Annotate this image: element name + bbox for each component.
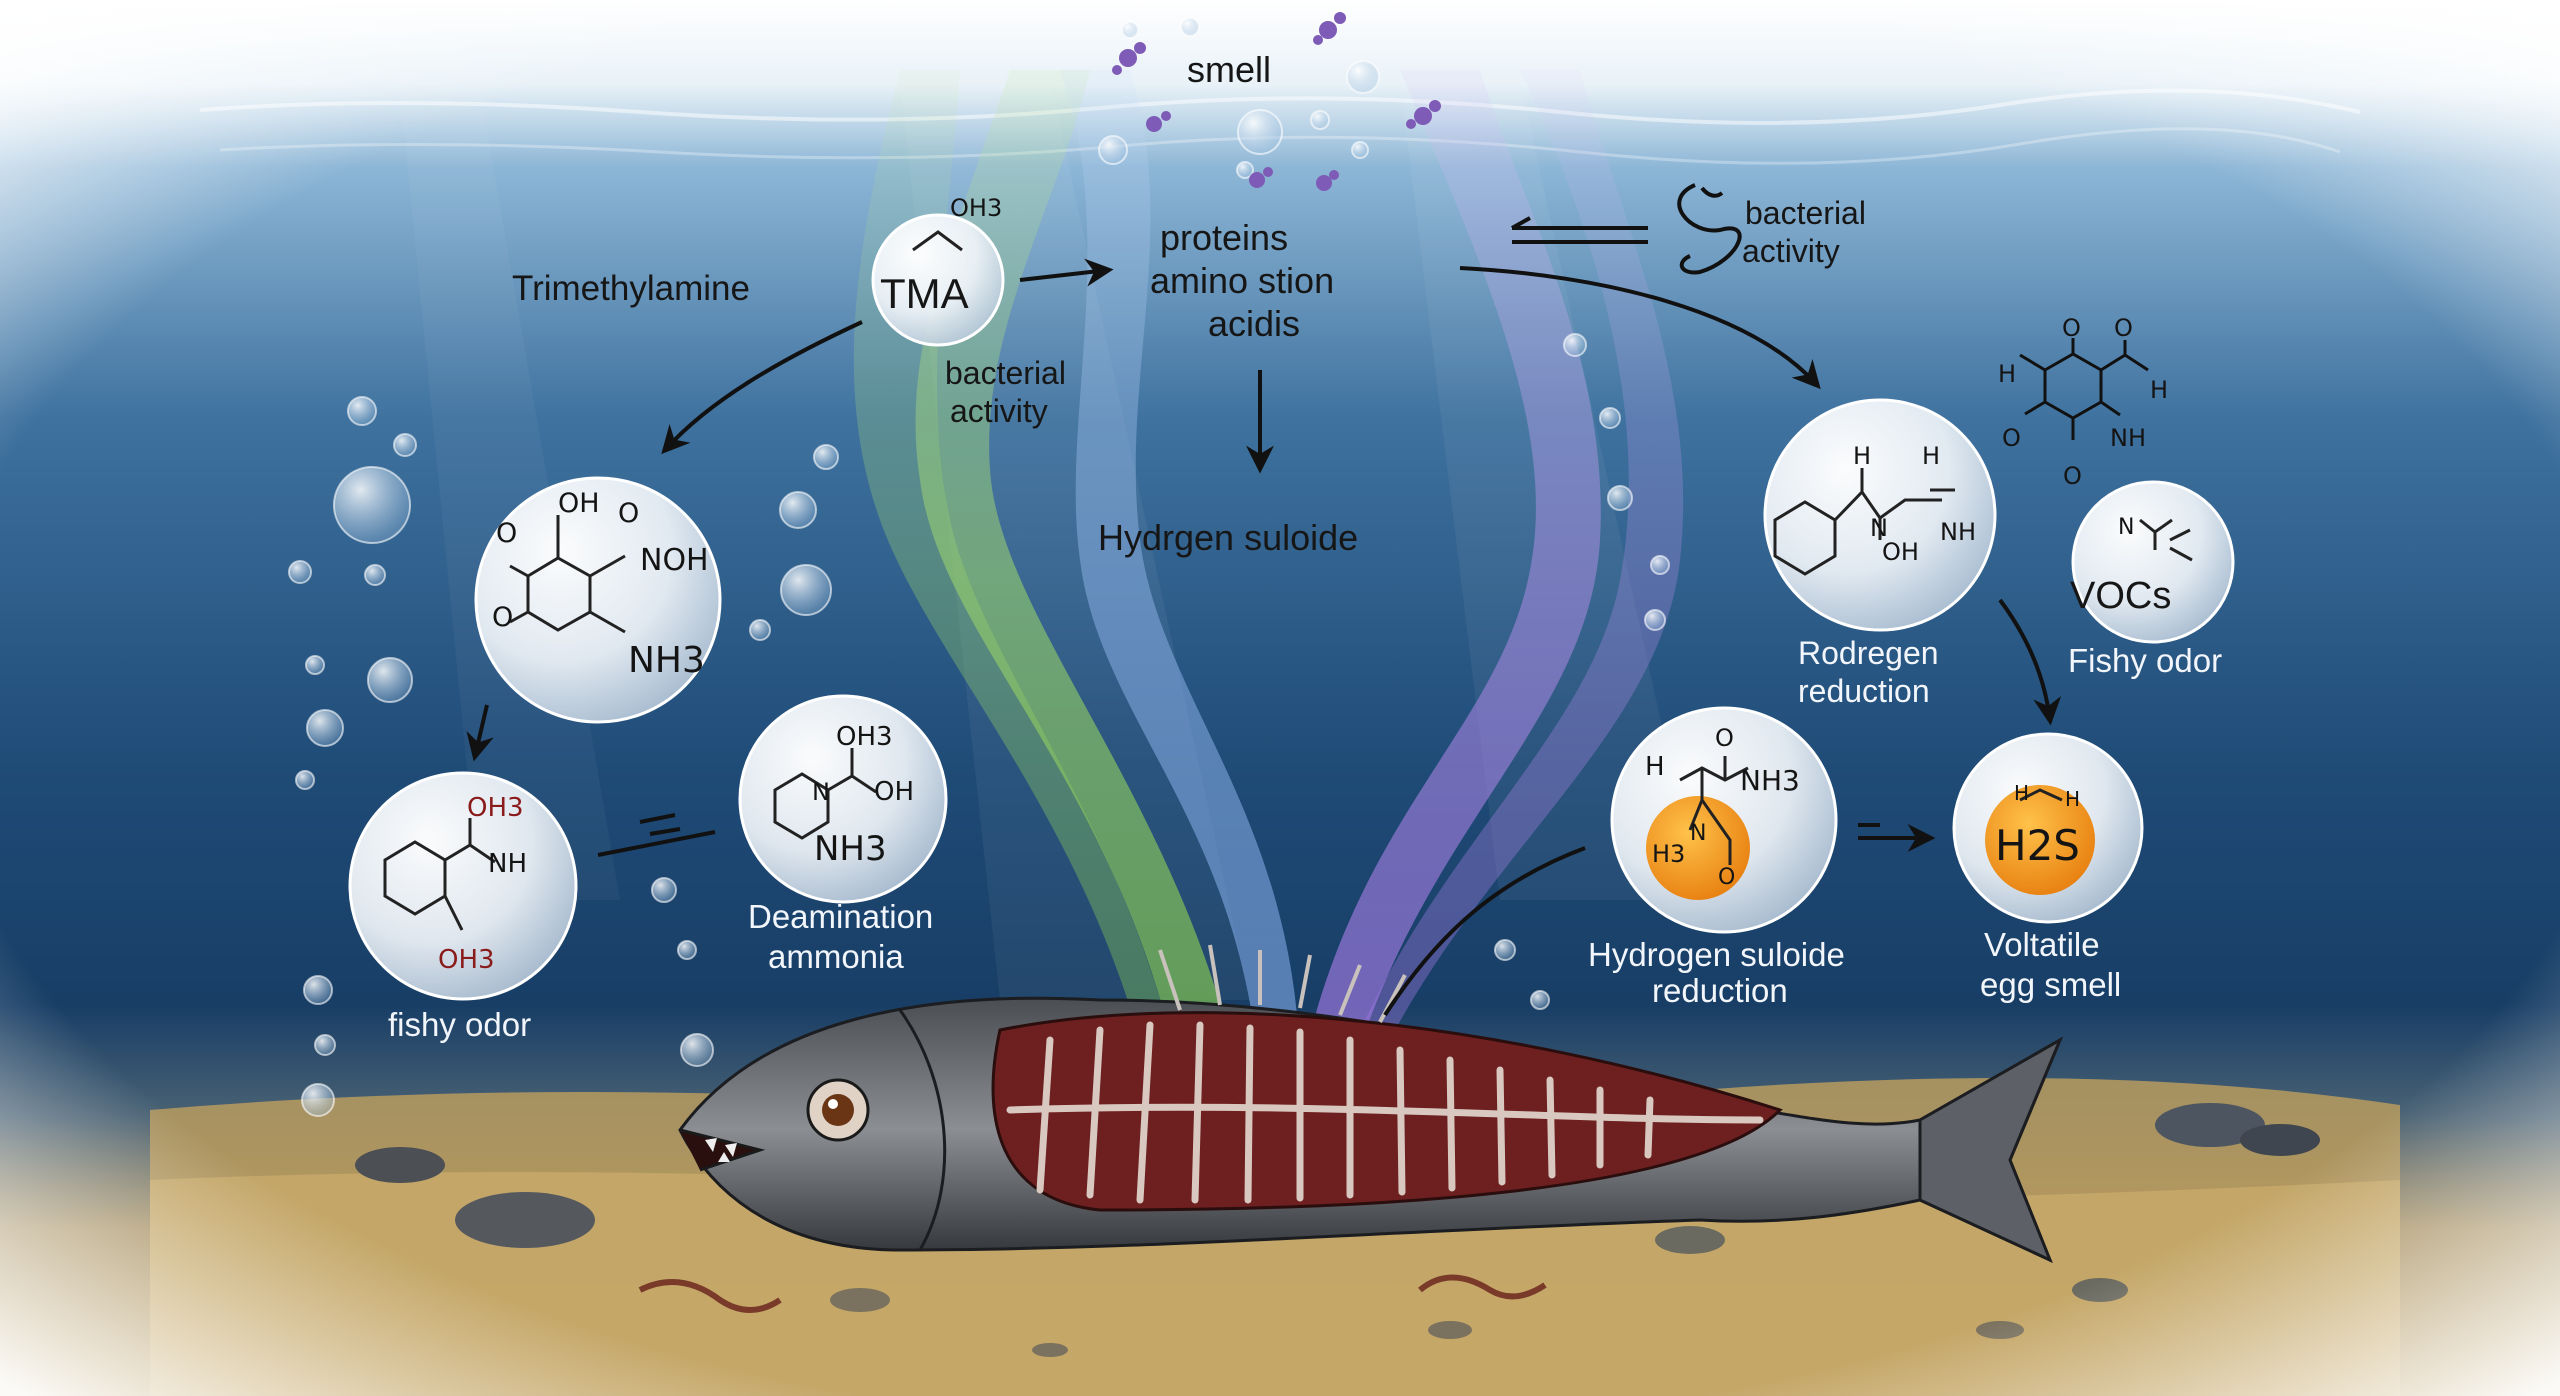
b1-o-right: O (618, 498, 639, 529)
b1-nh3: NH3 (628, 640, 705, 681)
b3-oh3: OH3 (836, 722, 893, 752)
label-proteins: proteins (1160, 217, 1288, 258)
label-activity-top: activity (1742, 233, 1840, 269)
label-hydrogen-reduction: Hydrogen suloide (1588, 936, 1845, 973)
b2-nh: NH (488, 849, 527, 879)
label-acids: acidis (1208, 303, 1300, 344)
b1-oh: OH (558, 488, 600, 519)
b2-oh3-bottom: OH3 (438, 945, 495, 975)
free-o-left: O (2002, 424, 2021, 452)
label-hydrogen-center: Hydrgen suloide (1098, 517, 1358, 558)
b6-o2: O (1718, 865, 1735, 890)
label-deamination: Deamination (748, 898, 933, 935)
b1-o-left: O (496, 518, 517, 549)
label-egg-smell: egg smell (1980, 966, 2121, 1003)
b2-oh3-top: OH3 (467, 793, 524, 823)
b6-n: N (1690, 821, 1706, 846)
b3-oh: OH (874, 777, 914, 807)
b4-oh: OH (1882, 538, 1919, 566)
b6-h3: H3 (1652, 840, 1685, 868)
label-tma: TMA (880, 270, 969, 317)
b5-n: N (2118, 515, 2134, 540)
label-vocs: VOCs (2070, 575, 2171, 617)
b1-o-low: O (492, 602, 513, 633)
amine-bubble-1: OH O O O NOH NH3 (474, 476, 722, 724)
b4-h: H (1853, 442, 1871, 470)
b6-h: H (1645, 752, 1665, 782)
label-rodregen: Rodregen (1798, 635, 1939, 671)
deamination-bubble: OH3 N OH NH3 (738, 694, 948, 904)
b4-h2: H (1922, 442, 1940, 470)
b7-h2: H (2065, 787, 2080, 811)
label-amino: amino stion (1150, 260, 1334, 301)
free-h: H (1998, 360, 2016, 388)
label-reduction-right: reduction (1798, 673, 1930, 709)
free-o-top2: O (2114, 314, 2133, 342)
free-o-top: O (2062, 314, 2081, 342)
b3-n: N (812, 778, 830, 806)
label-trimethylamine: Trimethylamine (512, 269, 750, 308)
label-voltatile: Voltatile (1984, 926, 2100, 963)
h2s-formula: H2S (1995, 821, 2080, 870)
label-fishy-odor-right: Fishy odor (2068, 642, 2222, 679)
free-nh: NH (2110, 424, 2146, 452)
label-bacterial-mid: bacterial (945, 355, 1066, 391)
rodregen-bubble: H H N OH NH (1763, 398, 1997, 632)
free-o-bottom: O (2063, 462, 2082, 490)
amine-bubble-2: OH3 NH OH3 (348, 771, 578, 1001)
label-smell: smell (1187, 49, 1271, 90)
tma-oh3-group: OH3 (950, 194, 1002, 222)
label-activity-mid: activity (950, 393, 1048, 429)
b3-nh3: NH3 (814, 829, 887, 869)
b6-o: O (1715, 724, 1734, 752)
label-ammonia: ammonia (768, 938, 904, 975)
b7-h: H (2014, 781, 2029, 805)
b6-nh3: NH3 (1740, 764, 1800, 797)
vocs-bubble: N (2071, 480, 2235, 644)
label-reduction: reduction (1652, 972, 1788, 1009)
b4-nh: NH (1940, 518, 1976, 546)
b1-noh: NOH (640, 543, 709, 578)
hydrogen-bubble: O H NH3 H3 N O (1610, 706, 1838, 934)
h2s-bubble: H H H2S (1952, 732, 2144, 924)
free-h2: H (2150, 376, 2168, 404)
label-fishy-odor-left: fishy odor (388, 1006, 531, 1043)
label-bacterial-top: bacterial (1745, 195, 1866, 231)
